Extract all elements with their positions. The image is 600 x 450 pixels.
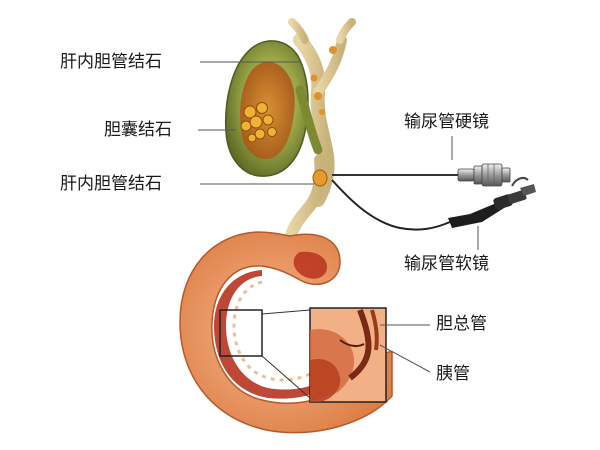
- label-flexible-ureteroscope: 输尿管软镜: [404, 254, 489, 274]
- zoom-connector: [261, 309, 311, 315]
- common-bile-duct: [284, 154, 328, 246]
- gallbladder: [224, 40, 323, 177]
- label-common-bile-duct: 胆总管: [436, 314, 487, 334]
- flexible-ureteroscope[interactable]: [331, 177, 536, 231]
- duct-stone: [314, 92, 322, 100]
- zoom-connector: [261, 355, 311, 399]
- duct-stone: [329, 46, 337, 54]
- duct-stone: [310, 74, 318, 82]
- label-pancreatic-duct: 胰管: [436, 364, 470, 384]
- label-intrahepatic-stone-mid: 肝内胆管结石: [60, 174, 162, 194]
- gallbladder-stones: [240, 102, 277, 143]
- bile-duct-stone: [312, 169, 328, 187]
- label-gallbladder-stone: 胆囊结石: [104, 120, 172, 140]
- leader-lines: [198, 61, 479, 373]
- label-rigid-ureteroscope: 输尿管硬镜: [404, 112, 489, 132]
- ampulla-inset: [309, 307, 387, 403]
- label-intrahepatic-stone-top: 肝内胆管结石: [60, 52, 162, 72]
- rigid-ureteroscope[interactable]: [332, 163, 511, 187]
- duct-stone: [319, 109, 325, 115]
- focus-box-small: [219, 309, 263, 357]
